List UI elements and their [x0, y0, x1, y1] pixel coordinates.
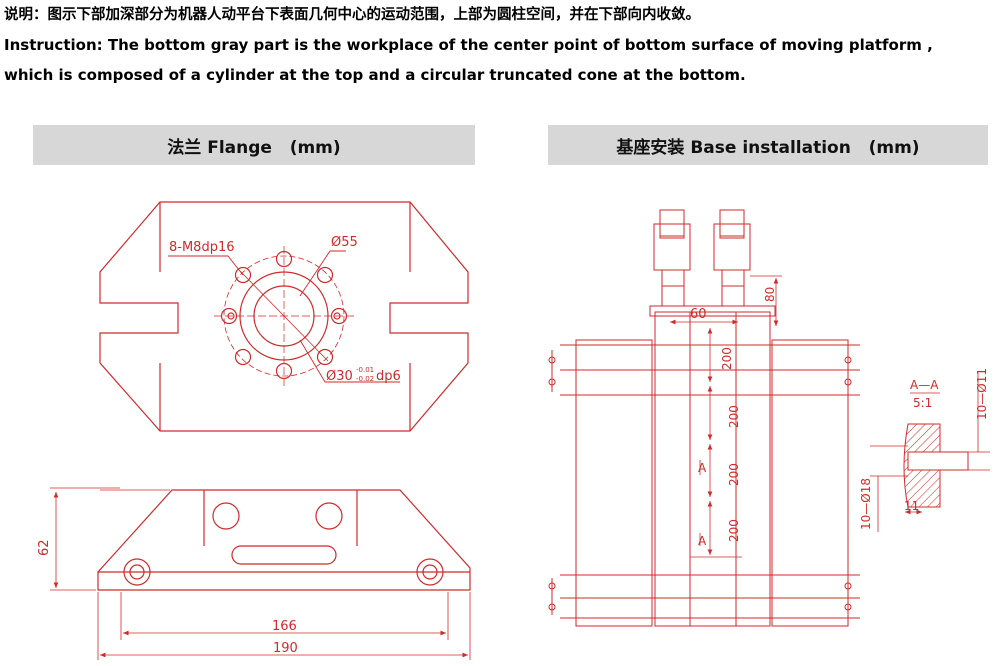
- base-motors: [653, 209, 751, 307]
- flange-height-dim: 62: [37, 539, 52, 556]
- flange-bolt-hole: [316, 348, 334, 366]
- instruction-chinese: 说明：图示下部加深部分为机器人动平台下表面几何中心的运动范围，上部为圆柱空间，并…: [4, 7, 700, 23]
- base-dim-60: 60: [690, 307, 707, 322]
- flange-bore-tol-upper: -0.01: [356, 366, 374, 374]
- flange-outer-width-dim: 190: [273, 641, 298, 656]
- flange-section-header: 法兰 Flange (mm): [33, 125, 475, 165]
- flange-side-view: [50, 487, 471, 660]
- base-dim-200: 200: [727, 463, 741, 486]
- base-left-pillar: [575, 339, 653, 627]
- section-aa-scale: 5:1: [913, 396, 932, 410]
- base-section-mark: A: [698, 461, 707, 475]
- flange-hole-pcd: [223, 255, 345, 377]
- section-aa-title: A—A: [910, 378, 939, 392]
- section-dim-d18: 10—Ø18: [859, 478, 873, 530]
- flange-inner-width-dim: 166: [272, 619, 297, 634]
- flange-top-view: [99, 201, 469, 432]
- flange-bore-depth: dp6: [376, 369, 401, 384]
- section-dim-11: 11: [904, 499, 919, 513]
- base-dim-80: 80: [763, 287, 777, 302]
- base-dims: [670, 275, 782, 558]
- base-section-header: 基座安装 Base installation (mm): [548, 125, 988, 165]
- flange-holes-label: 8-M8dp16: [169, 240, 235, 255]
- flange-bore-label: Ø30: [326, 369, 353, 384]
- section-dim-d11: 10—Ø11: [975, 368, 989, 420]
- instruction-english-line-2: which is composed of a cylinder at the t…: [4, 66, 746, 84]
- flange-pcd-label: Ø55: [331, 235, 358, 250]
- flange-bore-tol-lower: -0.02: [356, 375, 374, 383]
- base-dim-200: 200: [727, 405, 741, 428]
- flange-bolt-hole: [316, 266, 334, 284]
- flange-side-outline: [97, 489, 471, 591]
- base-right-pillar: [771, 339, 849, 627]
- base-section-mark: A: [698, 534, 707, 548]
- base-center-column: [654, 311, 771, 627]
- base-frame: [548, 305, 860, 627]
- flange-bolt-hole: [234, 348, 252, 366]
- section-aa-view: [870, 374, 990, 532]
- base-dim-200: 200: [727, 519, 741, 542]
- flange-bolt-hole: [234, 266, 252, 284]
- instruction-english-line-1: Instruction: The bottom gray part is the…: [4, 36, 933, 54]
- base-dim-200: 200: [720, 347, 734, 370]
